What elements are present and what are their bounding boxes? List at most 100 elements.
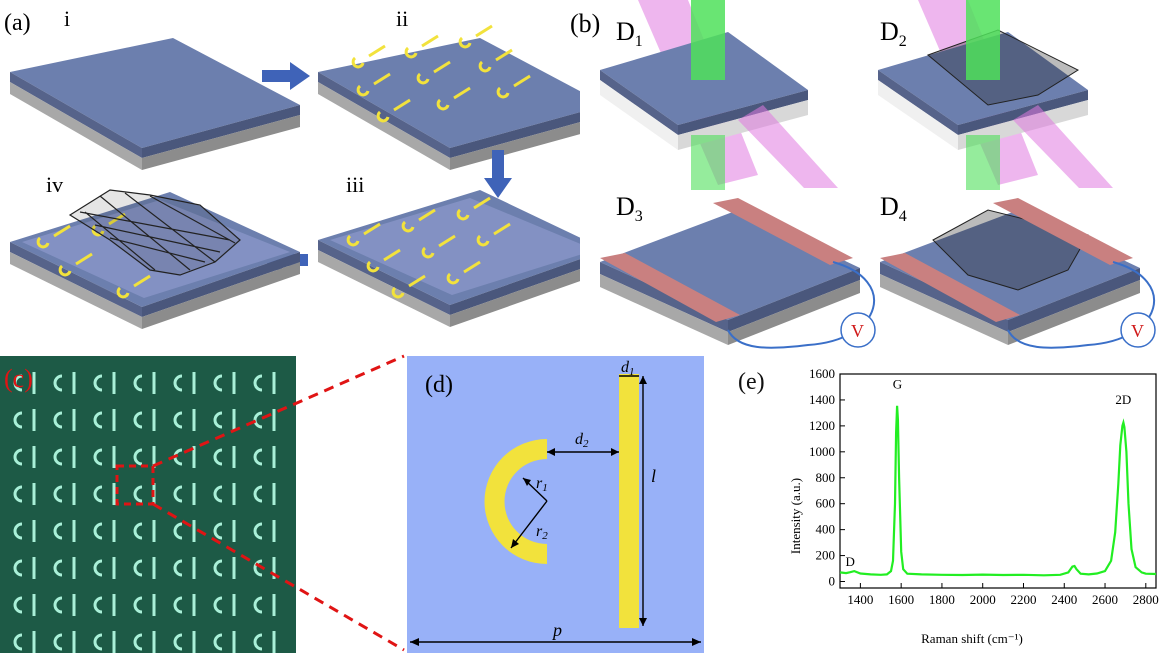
ring-pattern bbox=[13, 411, 23, 429]
voltmeter-label: V bbox=[851, 321, 864, 341]
device-d2 bbox=[878, 0, 1113, 190]
panel-b-label: (b) bbox=[570, 9, 600, 38]
arrow-right-icon bbox=[262, 62, 310, 90]
ring-pattern bbox=[213, 448, 223, 466]
spectrum-line bbox=[839, 405, 1157, 577]
device-d3-label: D3 bbox=[616, 192, 643, 225]
r2-dimension bbox=[510, 500, 548, 549]
peak-label-d: D bbox=[845, 554, 854, 569]
ring-pattern bbox=[253, 448, 263, 466]
ring-pattern bbox=[53, 448, 63, 466]
y-axis-label: Intensity (a.u.) bbox=[788, 478, 803, 554]
unit-cell-design: (d) d1 d2 r1 r2 l p bbox=[407, 356, 704, 653]
raman-spectrum-chart: Intensity (a.u.) Raman shift (cm⁻¹) 1400… bbox=[788, 366, 1159, 646]
device-d1 bbox=[600, 0, 838, 190]
ring-pattern bbox=[133, 559, 143, 577]
x-tick-label: 2800 bbox=[1133, 592, 1159, 607]
x-tick-label: 2200 bbox=[1010, 592, 1036, 607]
ring-pattern bbox=[13, 522, 23, 540]
ring-pattern bbox=[133, 633, 143, 651]
ring-pattern bbox=[53, 411, 63, 429]
ring-pattern bbox=[93, 485, 103, 503]
zoom-box bbox=[115, 464, 155, 506]
ring-pattern bbox=[133, 448, 143, 466]
substrate-step-i bbox=[10, 38, 300, 170]
substrate-step-iv bbox=[10, 189, 300, 329]
ring-pattern bbox=[133, 522, 143, 540]
ring-pattern bbox=[173, 374, 183, 392]
ring-pattern bbox=[173, 633, 183, 651]
panel-c-label: (c) bbox=[4, 364, 33, 393]
ring-pattern bbox=[93, 411, 103, 429]
x-tick-label: 2000 bbox=[970, 592, 996, 607]
panel-a-figure: (a) i ii iii iv bbox=[4, 6, 580, 329]
split-ring-resonator bbox=[484, 439, 547, 564]
ring-pattern bbox=[133, 596, 143, 614]
arrow-down-icon bbox=[484, 150, 512, 198]
step-iii-label: iii bbox=[346, 172, 364, 197]
x-tick-label: 1400 bbox=[847, 592, 873, 607]
graphene-sheet bbox=[68, 189, 241, 276]
ring-pattern bbox=[53, 485, 63, 503]
electrode bbox=[600, 253, 740, 322]
ring-pattern bbox=[93, 448, 103, 466]
ring-pattern bbox=[173, 596, 183, 614]
ring-pattern bbox=[13, 448, 23, 466]
y-tick-label: 800 bbox=[816, 470, 836, 485]
x-tick-label: 1600 bbox=[888, 592, 914, 607]
y-tick-label: 1200 bbox=[809, 418, 835, 433]
ring-pattern bbox=[173, 411, 183, 429]
ring-pattern bbox=[173, 559, 183, 577]
ring-pattern bbox=[93, 559, 103, 577]
device-d4 bbox=[880, 198, 1156, 349]
ring-pattern bbox=[13, 559, 23, 577]
y-tick-label: 200 bbox=[816, 548, 836, 563]
step-ii-label: ii bbox=[396, 6, 408, 31]
probe-beam bbox=[691, 0, 725, 80]
ring-pattern bbox=[173, 522, 183, 540]
ring-pattern bbox=[213, 559, 223, 577]
panel-d-label: (d) bbox=[425, 372, 453, 398]
ring-pattern bbox=[13, 485, 23, 503]
r1-label: r1 bbox=[536, 475, 548, 494]
ring-pattern bbox=[53, 522, 63, 540]
ring-pattern bbox=[253, 374, 263, 392]
ring-pattern bbox=[133, 485, 143, 503]
ring-pattern bbox=[93, 374, 103, 392]
ring-pattern bbox=[13, 374, 23, 392]
peak-label-g: G bbox=[893, 376, 902, 391]
device-d3 bbox=[600, 198, 876, 349]
plot-frame bbox=[839, 373, 1157, 589]
ring-pattern bbox=[253, 485, 263, 503]
device-d2-label: D2 bbox=[880, 17, 907, 50]
ring-pattern bbox=[13, 633, 23, 651]
x-tick-label: 1800 bbox=[929, 592, 955, 607]
y-tick-label: 400 bbox=[816, 522, 836, 537]
peak-label-2d: 2D bbox=[1115, 392, 1131, 407]
ring-pattern bbox=[13, 596, 23, 614]
substrate-step-iii bbox=[318, 190, 580, 327]
voltmeter-label: V bbox=[1131, 321, 1144, 341]
ring-pattern bbox=[253, 596, 263, 614]
d1-label: d1 bbox=[621, 359, 635, 378]
r2-label: r2 bbox=[536, 523, 548, 542]
device-d4-label: D4 bbox=[880, 192, 907, 225]
panel-a-label: (a) bbox=[4, 10, 31, 36]
ring-pattern bbox=[173, 485, 183, 503]
ring-pattern bbox=[213, 596, 223, 614]
p-label: p bbox=[551, 620, 562, 640]
x-tick-label: 2400 bbox=[1051, 592, 1077, 607]
zoom-line bbox=[152, 354, 405, 468]
substrate-step-ii bbox=[318, 24, 580, 170]
ring-pattern bbox=[53, 596, 63, 614]
electrode bbox=[713, 198, 853, 265]
ring-pattern bbox=[213, 374, 223, 392]
ring-pattern bbox=[133, 374, 143, 392]
ring-pattern bbox=[93, 522, 103, 540]
ring-pattern bbox=[253, 633, 263, 651]
y-tick-label: 1600 bbox=[809, 366, 835, 381]
circuit-wire bbox=[727, 261, 875, 349]
x-tick-label: 2600 bbox=[1092, 592, 1118, 607]
step-i-label: i bbox=[64, 6, 70, 31]
panel-e-label: (e) bbox=[738, 369, 765, 395]
